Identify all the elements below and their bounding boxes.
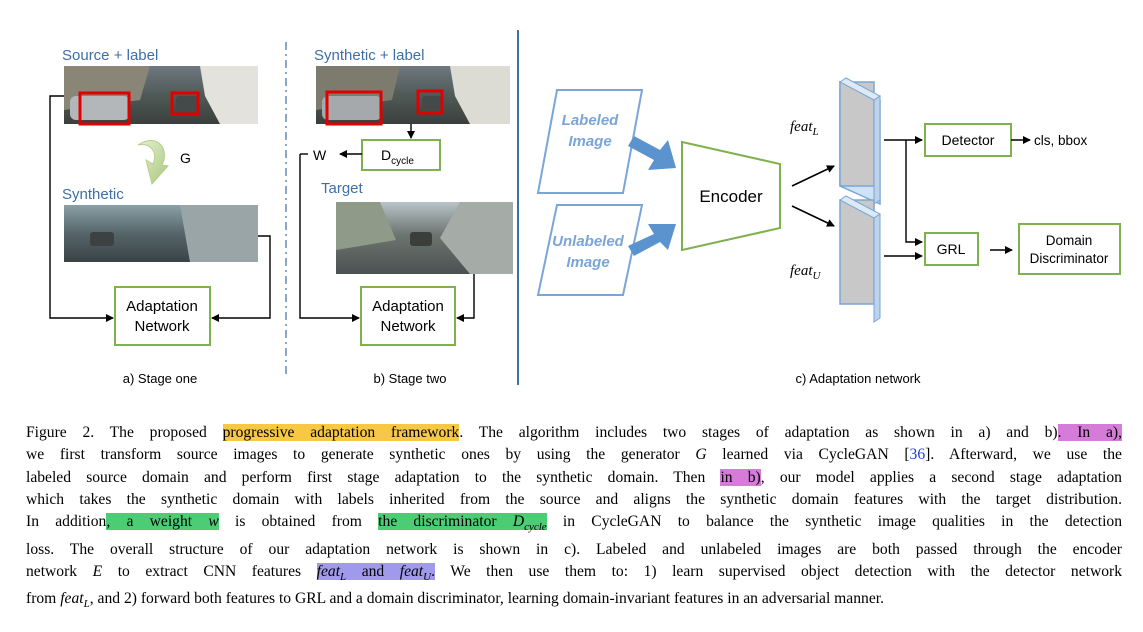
unlabeled-image-label-2: Image: [566, 254, 609, 271]
adaptation-network-box-b: [360, 286, 456, 346]
highlight-in-b: in b): [720, 468, 761, 486]
synthetic-label: Synthetic: [62, 186, 124, 203]
highlight-in-a: . In a),: [1057, 424, 1122, 441]
domain-discriminator-box: [1018, 223, 1121, 275]
panel-a-caption: a) Stage one: [123, 371, 197, 386]
target-to-network-connector: [456, 274, 475, 322]
synthetic-image: [64, 205, 258, 262]
grl-label: GRL: [937, 241, 966, 257]
source-bbox-car-2: [170, 91, 200, 116]
encoder-label: Encoder: [699, 187, 763, 206]
unlabeled-image-shape: [536, 204, 644, 296]
target-label: Target: [321, 180, 364, 197]
caption-line-5: In addition, a weight w is obtained from…: [26, 513, 1122, 534]
caption-line-3: labeled source domain and perform first …: [26, 468, 1122, 486]
panel-a: Source + label G Synthetic Adaptation Ne…: [49, 47, 271, 386]
w-to-network-connector: [299, 154, 360, 322]
encoder-to-featU-arrow: [791, 205, 835, 227]
adaptation-network-label-b-2: Network: [380, 318, 436, 335]
caption-line-8: from featL, and 2) forward both features…: [26, 590, 884, 611]
domain-discriminator-label-2: Discriminator: [1030, 251, 1109, 266]
source-image: [64, 66, 258, 124]
highlight-features: featL and featU.: [316, 562, 435, 583]
source-to-network-connector: [49, 95, 114, 322]
highlight-discriminator: the discriminator Dcycle: [378, 513, 547, 534]
caption-line-7: network E to extract CNN features featL …: [26, 562, 1123, 583]
labeled-image-shape: [536, 89, 644, 194]
unlabeled-input-arrow-icon: [628, 224, 676, 256]
featU-block: [839, 195, 881, 323]
generator-arrow-icon: [137, 140, 169, 186]
figure-caption: Figure 2. The proposed progressive adapt…: [26, 422, 1122, 616]
generator-label: G: [180, 150, 191, 166]
adaptation-network-label-b-1: Adaptation: [372, 298, 444, 315]
adaptation-network-label-a-1: Adaptation: [126, 298, 198, 315]
citation-link[interactable]: 36: [909, 446, 926, 464]
featU-label: featU: [790, 263, 822, 282]
caption-line-4: which takes the synthetic domain with la…: [26, 490, 1122, 508]
adaptation-network-box-a: [114, 286, 211, 346]
encoder-to-featL-arrow: [791, 165, 835, 187]
panel-b: Synthetic + label Dcycle W Target Adapta…: [299, 47, 513, 386]
unlabeled-image-label-1: Unlabeled: [552, 233, 625, 250]
detector-label: Detector: [942, 132, 995, 148]
panel-b-caption: b) Stage two: [374, 371, 447, 386]
synthetic-plus-label-label: Synthetic + label: [314, 47, 425, 64]
featL-to-grl-connector: [905, 140, 923, 246]
w-label: W: [313, 147, 327, 163]
grl-box: [924, 232, 979, 266]
featL-label: featL: [790, 119, 819, 138]
detector-output-label: cls, bbox: [1034, 133, 1088, 148]
detector-box: [924, 123, 1012, 157]
encoder-shape: [681, 140, 781, 252]
synthetic-labeled-image: [316, 66, 510, 124]
labeled-image-label-2: Image: [568, 133, 611, 150]
caption-line-2: we first transform source images to gene…: [26, 446, 1122, 464]
target-image: [336, 202, 513, 274]
featL-block: [839, 77, 881, 206]
source-label: Source + label: [62, 47, 158, 64]
synthetic-bbox-car-1: [325, 90, 383, 126]
labeled-input-arrow-icon: [628, 136, 676, 170]
panel-c-caption: c) Adaptation network: [795, 371, 921, 386]
labeled-image-label-1: Labeled: [562, 112, 620, 129]
caption-line-1: Figure 2. The proposed progressive adapt…: [26, 424, 1122, 441]
highlight-weight-w: , a weight w: [106, 513, 219, 531]
dcycle-label: Dcycle: [381, 147, 414, 167]
source-bbox-car-1: [78, 91, 131, 126]
caption-line-6: loss. The overall structure of our adapt…: [26, 540, 1122, 558]
domain-discriminator-label-1: Domain: [1046, 233, 1093, 248]
figure-diagram: Source + label G Synthetic Adaptation Ne…: [49, 30, 1121, 386]
panel-c: Labeled Image Unlabeled Image Encoder fe…: [536, 77, 1121, 386]
adaptation-network-label-a-2: Network: [134, 318, 190, 335]
dcycle-box: [361, 139, 441, 171]
highlight-progressive-framework: progressive adaptation framework: [222, 424, 460, 441]
synthetic-to-network-connector: [211, 235, 271, 322]
synthetic-bbox-car-2: [416, 89, 444, 115]
